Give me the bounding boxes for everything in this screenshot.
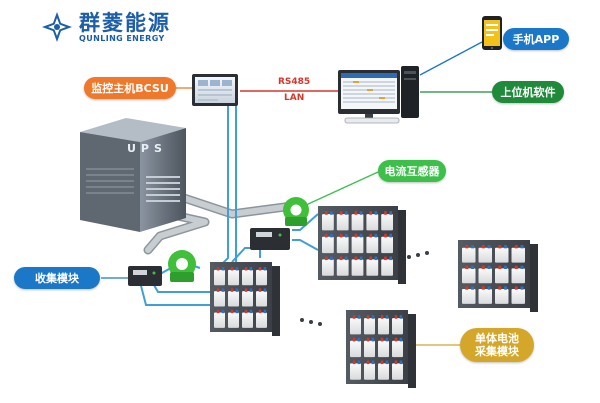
- host-pc: [338, 66, 419, 124]
- ellipsis-dots: [300, 251, 429, 326]
- lan-label: LAN: [284, 93, 305, 103]
- host-software-label: 上位机软件: [492, 81, 564, 103]
- ups-label: UPS: [127, 142, 167, 155]
- cell-module-label-line2: 采集模块: [475, 345, 519, 358]
- current-sensor-icon: [168, 197, 309, 282]
- ups-cabinet: [80, 118, 186, 232]
- cell-module-label-line1: 单体电池: [475, 332, 519, 345]
- current-sensor-label: 电流互感器: [378, 160, 446, 182]
- bcsu-label: 监控主机BCSU: [84, 77, 176, 99]
- bcsu-controller: [192, 74, 238, 106]
- callout-lines: [101, 41, 492, 346]
- battery-rack: [458, 240, 538, 312]
- collector-label: 收集模块: [14, 267, 100, 289]
- brand-name-en: QUNLING ENERGY: [79, 34, 165, 43]
- cell-module-label: 单体电池 采集模块: [460, 328, 534, 362]
- battery-rack: [346, 310, 416, 388]
- collector-module-icon: [128, 228, 290, 286]
- rs485-label: RS485: [278, 77, 311, 87]
- battery-rack: [318, 206, 406, 284]
- battery-rack: [210, 262, 280, 336]
- battery-racks: [210, 206, 538, 388]
- brand-name-cn: 群菱能源: [79, 11, 171, 35]
- app-label: 手机APP: [503, 28, 569, 50]
- brand-logo-icon: [42, 12, 72, 42]
- power-cables: [143, 191, 305, 255]
- phone-device: [482, 16, 502, 50]
